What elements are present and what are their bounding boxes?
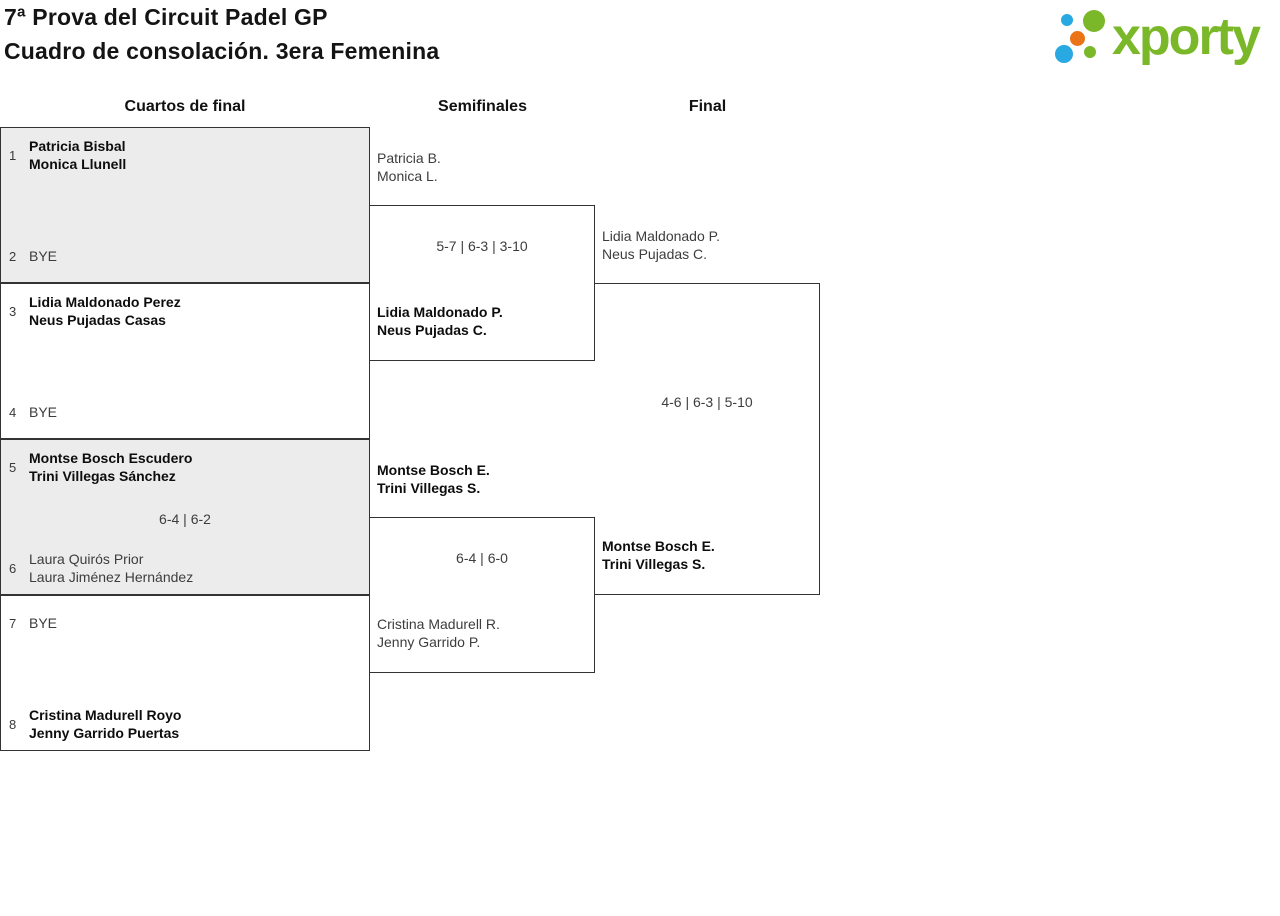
seed-number: 4: [9, 404, 17, 420]
round-header-quarterfinals: Cuartos de final: [124, 98, 246, 115]
match-score: 5-7 | 6-3 | 3-10: [436, 238, 528, 254]
team-names: Montse Bosch Escudero Trini Villegas Sán…: [29, 449, 192, 485]
player-name: Montse Bosch E.: [602, 538, 715, 554]
seed-number: 5: [9, 459, 17, 475]
team-slot-bottom: 4 BYE: [1, 386, 369, 438]
player-name: Montse Bosch Escudero: [29, 450, 193, 466]
player-name: Monica L.: [377, 168, 438, 184]
player-name: Patricia B.: [377, 150, 441, 166]
team-names: BYE: [29, 614, 57, 632]
round-header-semifinals: Semifinales: [438, 98, 527, 115]
seed-number: 7: [9, 615, 17, 631]
team-names: Montse Bosch E. Trini Villegas S.: [602, 537, 715, 573]
team-names: Patricia Bisbal Monica Llunell: [29, 137, 126, 173]
seed-number: 8: [9, 716, 17, 732]
team-names: Lidia Maldonado P. Neus Pujadas C.: [602, 227, 720, 263]
xporty-logo[interactable]: xporty: [1048, 0, 1278, 74]
team-slot-top: 1 Patricia Bisbal Monica Llunell: [1, 128, 369, 182]
player-name: Cristina Madurell Royo: [29, 707, 182, 723]
match-score: 4-6 | 6-3 | 5-10: [661, 394, 753, 410]
player-name: BYE: [29, 615, 58, 631]
player-name: Laura Jiménez Hernández: [29, 569, 194, 585]
match-score: 6-4 | 6-0: [456, 550, 508, 566]
match-quarterfinal-2: 3 Lidia Maldonado Perez Neus Pujadas Cas…: [0, 283, 370, 439]
seed-number: 2: [9, 248, 17, 264]
player-name: Neus Pujadas C.: [602, 246, 708, 262]
seed-number: 6: [9, 560, 17, 576]
round-header-final: Final: [688, 98, 727, 115]
logo-dot-green-small-icon: [1084, 46, 1096, 58]
team-names: Cristina Madurell Royo Jenny Garrido Pue…: [29, 706, 181, 742]
player-name: Trini Villegas S.: [602, 556, 706, 572]
player-name: Lidia Maldonado P.: [602, 228, 721, 244]
player-name: Neus Pujadas C.: [377, 322, 487, 338]
logo-dot-green-large-icon: [1083, 10, 1105, 32]
team-names: BYE: [29, 247, 57, 265]
team-names: Montse Bosch E. Trini Villegas S.: [377, 461, 490, 497]
team-slot-bottom: 2 BYE: [1, 230, 369, 282]
player-name: Trini Villegas Sánchez: [29, 468, 176, 484]
title-line-2: Cuadro de consolación. 3era Femenina: [4, 38, 440, 64]
match-semifinal-1: Patricia B. Monica L. 5-7 | 6-3 | 3-10 L…: [370, 150, 595, 361]
team-slot-top: 3 Lidia Maldonado Perez Neus Pujadas Cas…: [1, 284, 369, 338]
player-name: Cristina Madurell R.: [377, 616, 500, 632]
team-slot-bottom: 6 Laura Quirós Prior Laura Jiménez Herná…: [1, 542, 369, 594]
match-quarterfinal-1: 1 Patricia Bisbal Monica Llunell 2 BYE: [0, 127, 370, 283]
match-semifinal-2: Montse Bosch E. Trini Villegas S. 6-4 | …: [370, 462, 595, 673]
team-names: Laura Quirós Prior Laura Jiménez Hernánd…: [29, 550, 193, 586]
team-slot-bottom: 8 Cristina Madurell Royo Jenny Garrido P…: [1, 698, 369, 750]
player-name: Monica Llunell: [29, 156, 127, 172]
match-quarterfinal-4: 7 BYE 8 Cristina Madurell Royo Jenny Gar…: [0, 595, 370, 751]
player-name: Patricia Bisbal: [29, 138, 126, 154]
team-names: Cristina Madurell R. Jenny Garrido P.: [377, 615, 500, 651]
logo-dot-orange-icon: [1070, 31, 1085, 46]
player-name: Laura Quirós Prior: [29, 551, 144, 567]
title-line-1: 7ª Prova del Circuit Padel GP: [4, 4, 328, 30]
player-name: Lidia Maldonado Perez: [29, 294, 181, 310]
match-score: 6-4 | 6-2: [159, 511, 211, 527]
player-name: Neus Pujadas Casas: [29, 312, 166, 328]
xporty-logo-text: xporty: [1112, 8, 1261, 66]
player-name: BYE: [29, 404, 58, 420]
seed-number: 1: [9, 147, 17, 163]
player-name: Montse Bosch E.: [377, 462, 490, 478]
team-slot-top: 5 Montse Bosch Escudero Trini Villegas S…: [1, 440, 369, 494]
team-slot-top: 7 BYE: [1, 596, 369, 650]
page-title: 7ª Prova del Circuit Padel GP Cuadro de …: [4, 0, 439, 68]
player-name: BYE: [29, 248, 58, 264]
seed-number: 3: [9, 303, 17, 319]
logo-dot-blue-large-icon: [1055, 45, 1073, 63]
team-names: Patricia B. Monica L.: [377, 149, 441, 185]
team-names: BYE: [29, 403, 57, 421]
team-names: Lidia Maldonado P. Neus Pujadas C.: [377, 303, 503, 339]
player-name: Trini Villegas S.: [377, 480, 481, 496]
player-name: Jenny Garrido Puertas: [29, 725, 180, 741]
team-names: Lidia Maldonado Perez Neus Pujadas Casas: [29, 293, 181, 329]
player-name: Jenny Garrido P.: [377, 634, 481, 650]
player-name: Lidia Maldonado P.: [377, 304, 503, 320]
match-quarterfinal-3: 5 Montse Bosch Escudero Trini Villegas S…: [0, 439, 370, 595]
match-final: Lidia Maldonado P. Neus Pujadas C. 4-6 |…: [595, 228, 820, 595]
logo-dot-blue-small-icon: [1061, 14, 1073, 26]
